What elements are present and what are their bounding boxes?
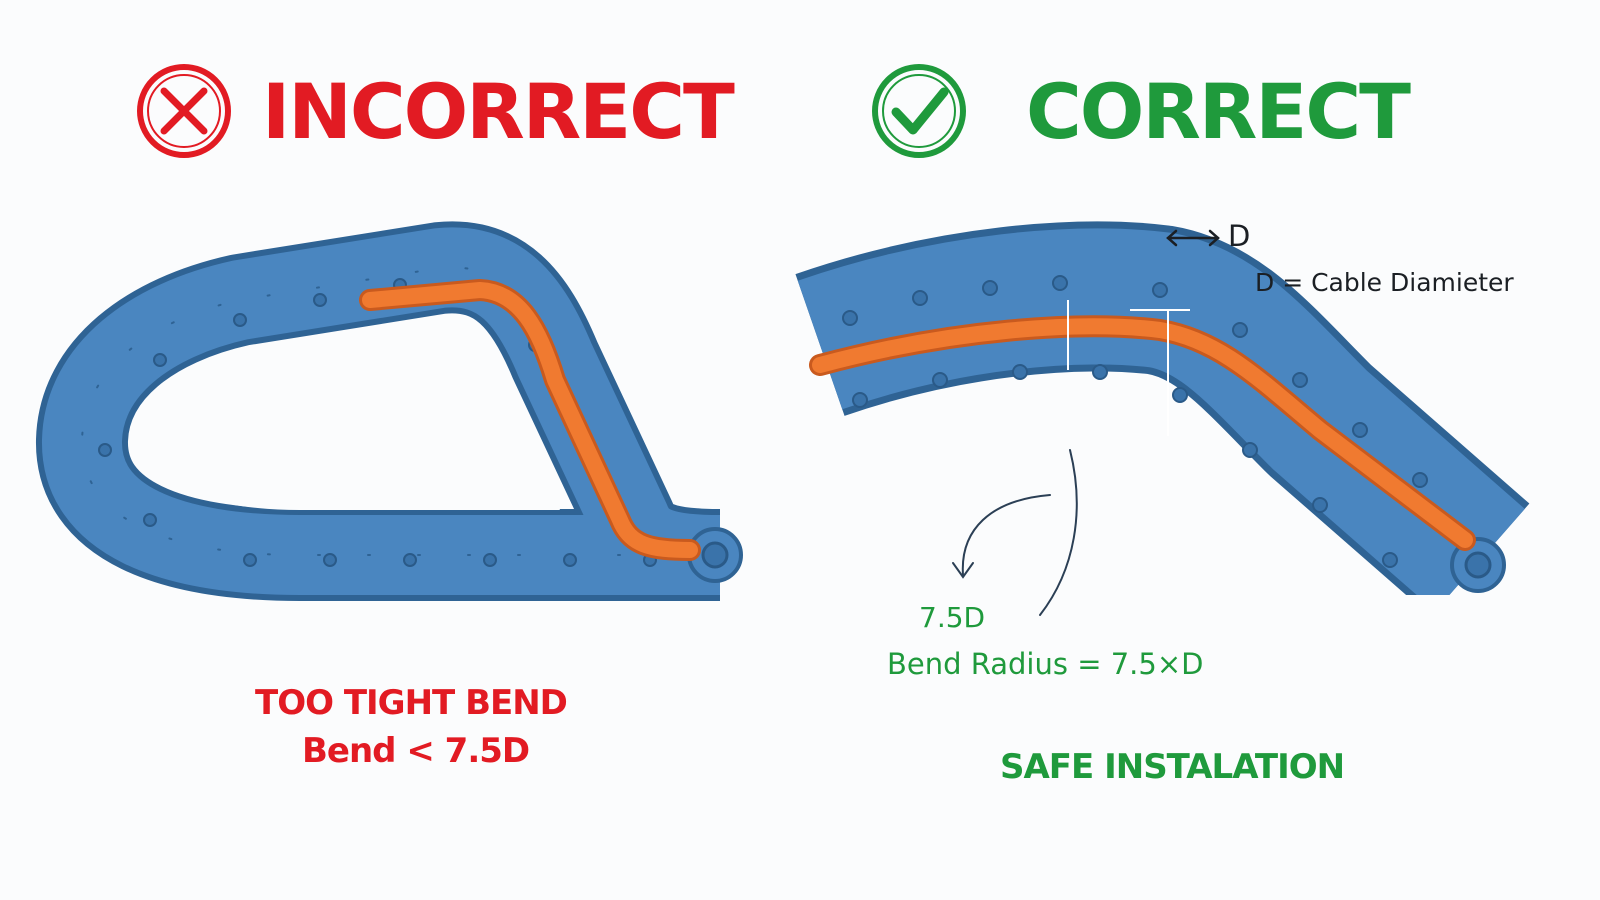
radius-arrow-icon [952, 449, 1078, 616]
diameter-dimension-lines [1067, 300, 1190, 436]
check-circle-icon [872, 64, 966, 158]
drag-chain-gentle [795, 221, 1530, 675]
incorrect-heading: INCORRECT [262, 67, 735, 156]
radius-value: 7.5D [919, 601, 986, 634]
double-arrow-icon [1166, 229, 1220, 247]
diameter-symbol: D [1228, 219, 1251, 253]
diameter-note: D = Cable Diamieter [1255, 268, 1514, 297]
cross-circle-icon [137, 64, 231, 158]
correct-heading: CORRECT [1026, 67, 1411, 156]
incorrect-caption-line2: Bend < 7.5D [302, 731, 530, 771]
correct-caption: SAFE INSTALATION [1000, 747, 1345, 787]
incorrect-caption-line1: TOO TIGHT BEND [255, 683, 568, 723]
radius-formula: Bend Radius = 7.5×D [887, 647, 1204, 681]
